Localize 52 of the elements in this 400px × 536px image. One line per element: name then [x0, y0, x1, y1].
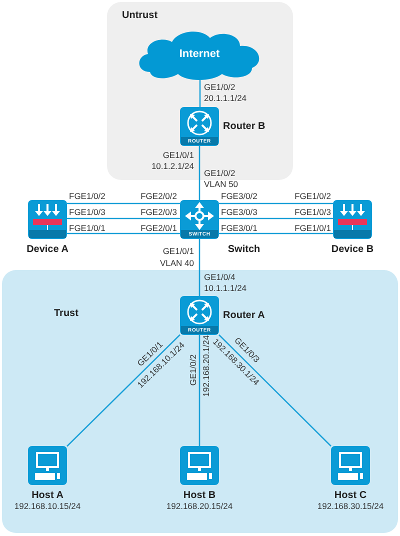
- device-name: Host A: [32, 490, 64, 501]
- zone-title: Trust: [54, 308, 78, 319]
- zone-area: [2, 270, 398, 533]
- device-name: Device A: [26, 244, 68, 255]
- port-label: 20.1.1.1/24: [204, 94, 247, 102]
- port-label: FGE3/0/2: [221, 192, 258, 200]
- port-label: FGE1/0/2: [294, 192, 331, 200]
- port-label: FGE2/0/3: [140, 208, 177, 216]
- network-link: [67, 232, 180, 234]
- device-name: Switch: [228, 244, 260, 255]
- network-link: [219, 232, 333, 234]
- port-label: GE1/0/1: [162, 150, 194, 160]
- network-link: [218, 334, 332, 447]
- device-name: Router A: [223, 310, 265, 321]
- port-label: 10.1.1.1/24: [204, 284, 247, 292]
- port-label: GE1/0/1: [162, 246, 194, 256]
- device-name: Host C: [334, 490, 367, 501]
- port-label: FGE1/0/2: [69, 192, 106, 200]
- network-link: [199, 80, 201, 107]
- device-name: Device B: [331, 244, 374, 255]
- port-label: GE1/0/2: [204, 168, 236, 178]
- port-label: FGE2/0/1: [140, 224, 177, 232]
- port-label: VLAN 50: [204, 180, 238, 188]
- port-label: FGE3/0/1: [221, 224, 258, 232]
- device-name: Router B: [223, 121, 266, 132]
- zone-area: [107, 2, 293, 180]
- port-label: FGE1/0/1: [69, 224, 106, 232]
- network-link: [67, 218, 180, 220]
- cloud-label: Internet: [179, 48, 220, 60]
- network-link: [219, 202, 333, 204]
- port-label: GE1/0/4: [204, 272, 236, 282]
- port-label: 10.1.2.1/24: [151, 162, 194, 170]
- port-label: FGE2/0/2: [140, 192, 177, 200]
- port-label: FGE1/0/1: [294, 224, 331, 232]
- ip-address: 192.168.30.15/24: [317, 501, 384, 511]
- port-label: GE1/0/2: [188, 354, 198, 386]
- device-name: Host B: [183, 490, 216, 501]
- port-label: GE1/0/2: [204, 82, 236, 92]
- port-label: FGE3/0/3: [221, 208, 258, 216]
- zone-title: Untrust: [122, 10, 158, 21]
- ip-address: 192.168.20.15/24: [166, 501, 233, 511]
- port-label: FGE1/0/3: [69, 208, 106, 216]
- network-link: [67, 202, 180, 204]
- network-link: [198, 239, 200, 296]
- network-link: [198, 335, 200, 446]
- port-label: VLAN 40: [160, 258, 194, 268]
- port-label: FGE1/0/3: [294, 208, 331, 216]
- network-link: [219, 218, 333, 220]
- port-label: 192.168.20.1/24: [202, 335, 210, 397]
- ip-address: 192.168.10.15/24: [14, 501, 81, 511]
- network-link: [198, 146, 200, 200]
- network-link: [66, 334, 180, 447]
